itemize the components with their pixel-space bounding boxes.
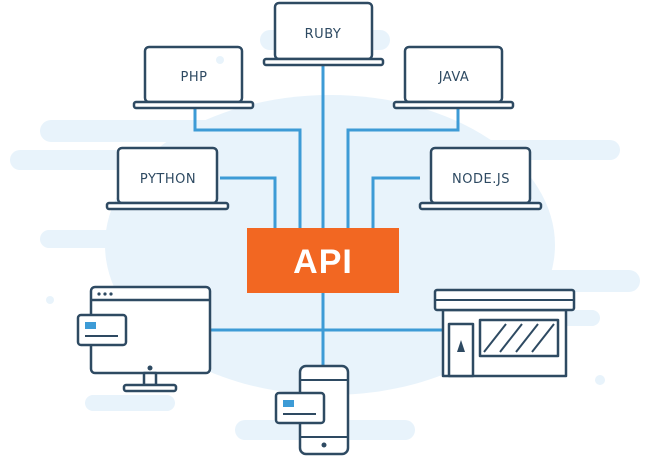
laptop-label-php: PHP bbox=[181, 70, 208, 85]
api-label: API bbox=[293, 243, 353, 281]
laptop-label-nodejs: NODE.JS bbox=[452, 172, 510, 187]
phone-credit-card-icon bbox=[274, 391, 326, 425]
credit-card-icon bbox=[76, 313, 128, 347]
api-box: API bbox=[247, 228, 399, 293]
laptop-label-ruby: RUBY bbox=[305, 27, 342, 42]
laptop-nodejs: NODE.JS bbox=[418, 146, 543, 211]
laptop-python: PYTHON bbox=[105, 146, 230, 211]
laptop-label-python: PYTHON bbox=[140, 172, 196, 187]
laptop-php: PHP bbox=[132, 45, 255, 110]
laptop-label-java: JAVA bbox=[438, 70, 470, 85]
connector-lines bbox=[160, 64, 478, 368]
decorative-dots bbox=[46, 56, 605, 385]
laptop-java: JAVA bbox=[392, 45, 515, 110]
laptop-ruby: RUBY bbox=[262, 1, 385, 67]
storefront-icon bbox=[433, 288, 576, 378]
